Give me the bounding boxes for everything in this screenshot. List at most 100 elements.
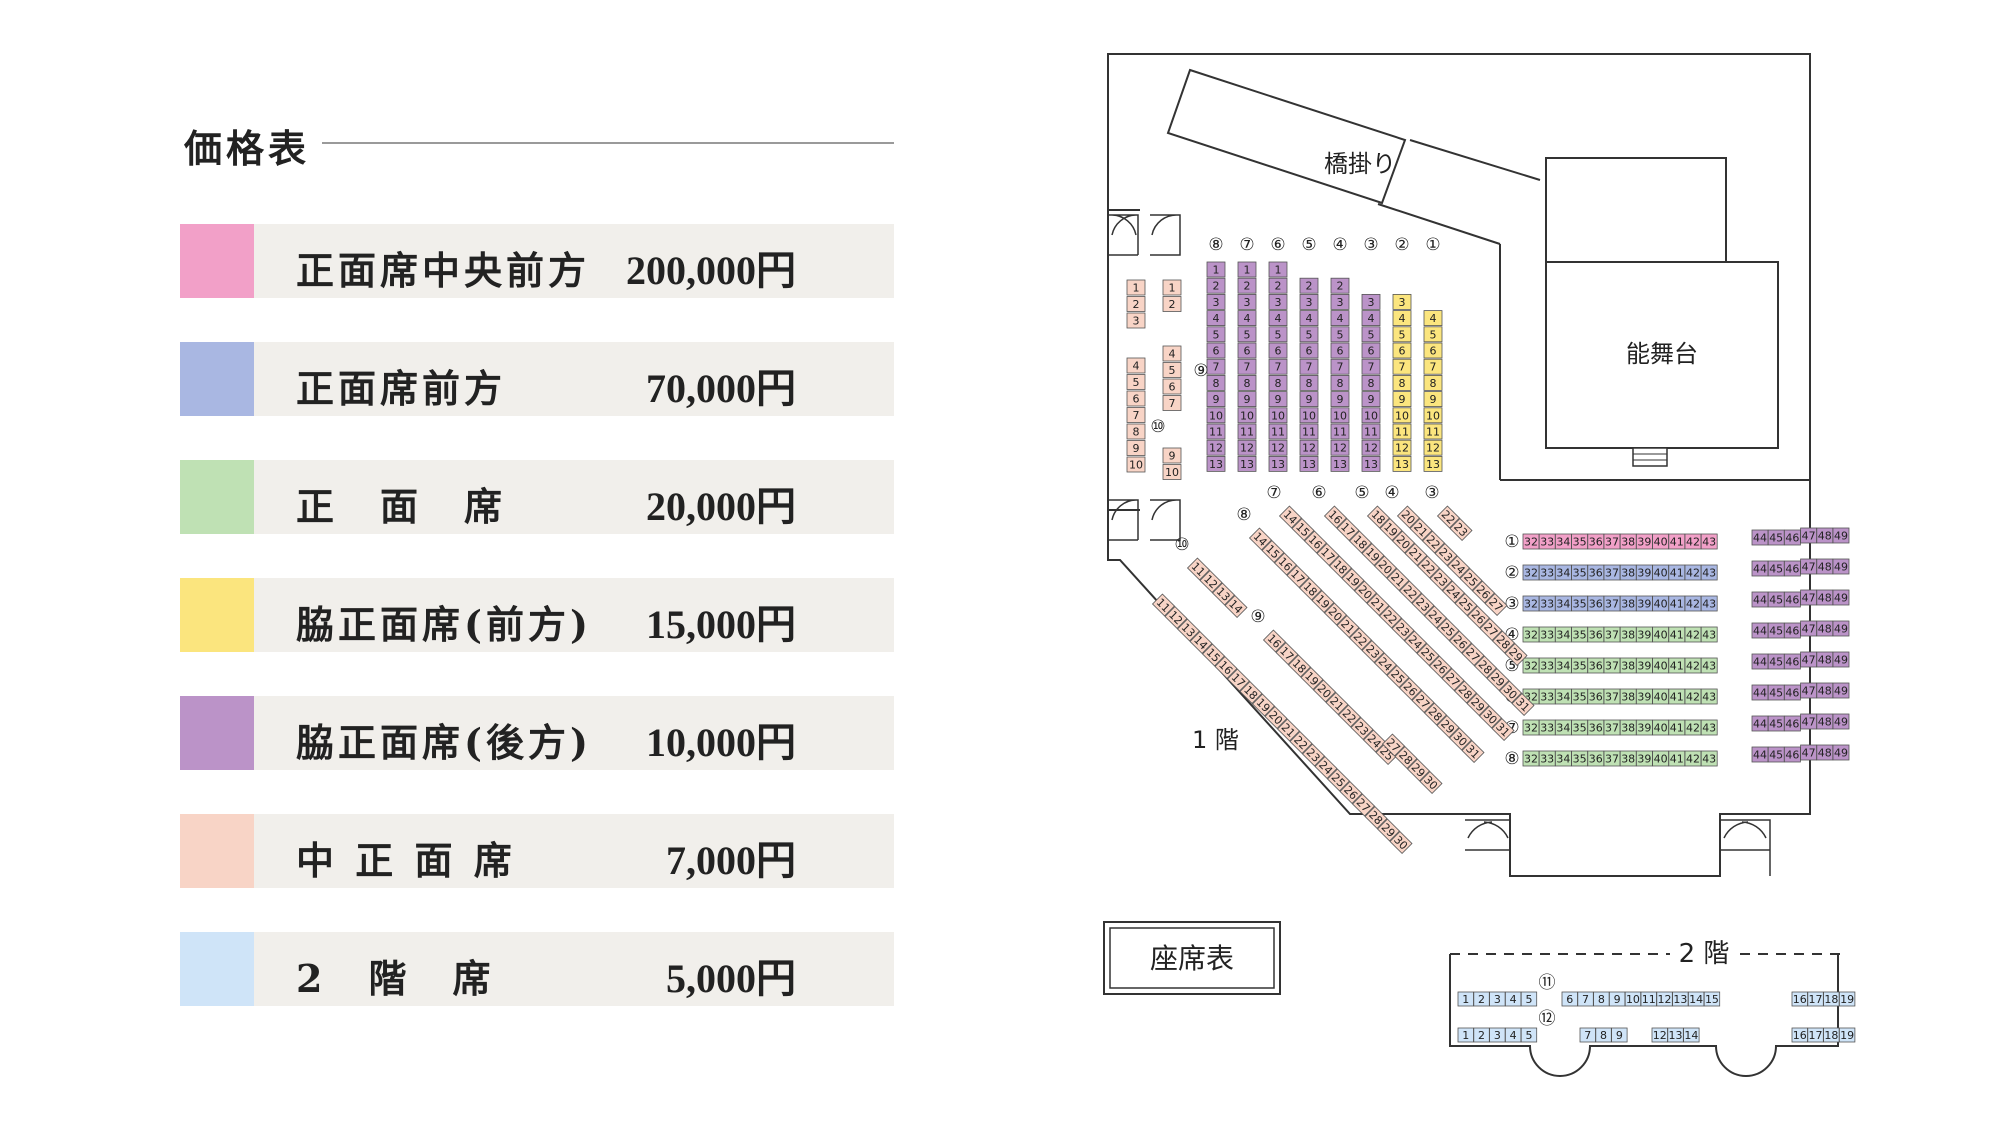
waki-seat: 13 (1423, 455, 1443, 472)
naka-seat: 20 (1391, 530, 1416, 554)
naka-seat: 23 (1449, 517, 1473, 542)
seat-number: 3 (1494, 993, 1501, 1006)
seat-number: 45 (1769, 594, 1783, 607)
seat-number: 44 (1753, 656, 1767, 669)
naka-seat: 25 (1416, 642, 1440, 667)
naka-seat: 16 (1214, 655, 1238, 680)
seat-number: 8 (1337, 377, 1344, 390)
shomen-side-seat: 48 (1816, 682, 1834, 699)
waki-seat: 7 (1299, 358, 1319, 375)
seat-number: 6 (1399, 345, 1406, 358)
shomen-seat: 40 (1652, 564, 1669, 581)
naka-seat: 31 (1491, 717, 1515, 742)
seat-number: 37 (1605, 536, 1619, 549)
seat-number: 45 (1769, 625, 1783, 638)
color-swatch (180, 696, 254, 770)
shomen-side-seat: 49 (1832, 682, 1850, 699)
seat-number: 12 (1395, 442, 1409, 455)
waki-seat: 11 (1268, 423, 1288, 440)
naka-seat: 24 (1423, 605, 1448, 629)
seat-number: 16 (1793, 993, 1807, 1006)
seat-number: 3 (1399, 296, 1406, 309)
seat-number: 43 (1702, 567, 1716, 580)
seat-category-label: 脇正面席(後方) (296, 720, 592, 765)
shomen-side-seat: 49 (1832, 651, 1850, 668)
waki-seat: 6 (1299, 342, 1319, 359)
naka-seat: 22 (1421, 530, 1446, 554)
naka-seat: 23 (1411, 592, 1435, 617)
waki-seat: 13 (1299, 455, 1319, 472)
seat-number: 19 (1840, 1029, 1854, 1042)
shomen-seat: 43 (1700, 595, 1718, 612)
shomen-seat: 34 (1554, 595, 1572, 612)
color-swatch (180, 578, 254, 652)
shomen-seat: 41 (1668, 595, 1686, 612)
shomen-seat: 41 (1668, 564, 1686, 581)
second-floor-seat: 12 (1651, 1027, 1668, 1043)
naka-seat: 27 (1381, 733, 1406, 757)
seat-number: 1 (1213, 264, 1220, 277)
side-seat: 5 (1162, 362, 1182, 378)
shomen-side-seat: 44 (1751, 622, 1769, 639)
seat-number: 9 (1169, 450, 1176, 463)
seat-number: 8 (1306, 377, 1313, 390)
shomen-seat: 41 (1668, 533, 1686, 550)
seat-number: 10 (1302, 409, 1316, 422)
waki-column-mark: ⑤ (1301, 235, 1316, 255)
seat-number: 34 (1556, 660, 1570, 673)
naka-seat: 25 (1386, 664, 1410, 689)
waki-seat: 7 (1392, 358, 1412, 375)
shomen-side-seat: 47 (1800, 527, 1817, 544)
naka-seat: 23 (1429, 567, 1453, 592)
seat-number: 46 (1785, 749, 1799, 762)
naka-seat: 26 (1466, 605, 1491, 629)
seat-number: 1 (1275, 264, 1282, 277)
second-floor-seat: 15 (1703, 991, 1721, 1007)
seat-price: 15,000円 (646, 602, 796, 647)
second-floor-seat: 14 (1683, 1027, 1700, 1043)
shomen-side-seat: 47 (1800, 713, 1817, 730)
shomen-seat: 42 (1684, 626, 1702, 643)
naka-seat: 20 (1264, 705, 1288, 730)
side-seat: 7 (1162, 395, 1182, 411)
shomen-side-seat: 48 (1816, 589, 1834, 606)
naka-seat: 29 (1406, 758, 1431, 782)
shomen-side-seat: 45 (1767, 622, 1785, 639)
waki-seat: 3 (1268, 293, 1288, 310)
naka-seat: 30 (1498, 680, 1523, 704)
seat-number: 49 (1834, 561, 1848, 574)
second-floor-seat: 7 (1577, 991, 1594, 1007)
shomen-seat: 38 (1619, 719, 1637, 736)
naka-seat: 16 (1262, 629, 1287, 653)
waki-seat: 9 (1206, 391, 1226, 408)
seat-number: 9 (1244, 393, 1251, 406)
side-seat: 5 (1126, 374, 1146, 390)
waki-column-mark: ③ (1363, 235, 1378, 255)
naka-row-mark: ④ (1384, 483, 1399, 503)
shomen-side-seat: 49 (1832, 620, 1850, 637)
naka-seat: 18 (1298, 577, 1323, 601)
seat-number: 48 (1818, 530, 1832, 543)
naka-seat: 30 (1448, 727, 1473, 751)
shomen-side-seat: 47 (1800, 558, 1817, 575)
shomen-side-seat: 46 (1784, 591, 1801, 608)
seat-number: 41 (1670, 536, 1684, 549)
shomen-seat: 38 (1619, 564, 1637, 581)
naka-seat: 16 (1273, 552, 1298, 576)
seat-number: 8 (1244, 377, 1251, 390)
seat-number: 49 (1834, 685, 1848, 698)
seat-number: 17 (1809, 993, 1823, 1006)
shomen-side-seat: 48 (1816, 527, 1834, 544)
seat-number: 1 (1462, 993, 1469, 1006)
naka-seat: 21 (1366, 592, 1390, 617)
shomen-seat: 34 (1554, 564, 1572, 581)
color-swatch (180, 460, 254, 534)
color-swatch (180, 932, 254, 1006)
waki-seat: 8 (1361, 374, 1381, 391)
shomen-seat: 41 (1668, 719, 1686, 736)
seat-number: 38 (1621, 598, 1635, 611)
seat-number: 49 (1834, 623, 1848, 636)
shomen-row-mark: ③ (1504, 594, 1519, 614)
naka-seat: 28 (1394, 745, 1418, 770)
